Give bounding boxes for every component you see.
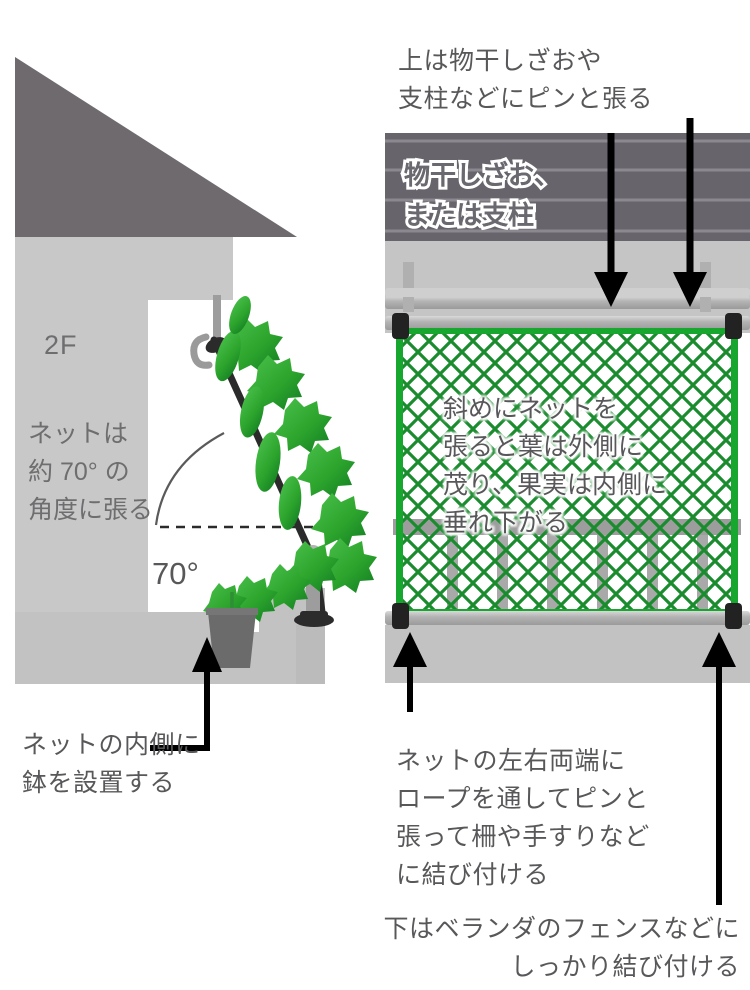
clip-bottom-left [392, 603, 409, 629]
pot-arrow [150, 672, 210, 751]
pole-support-left [403, 262, 414, 312]
eave-post [213, 295, 221, 343]
net-bottom-rail [385, 611, 750, 625]
clip-bottom-right [725, 603, 742, 629]
top-caption: 上は物干しざおや 支柱などにピンと張る [398, 47, 654, 113]
angle-arc [154, 432, 225, 526]
pole-support-right [700, 262, 711, 312]
net-rope-top [396, 328, 738, 334]
side-caption: ネットの左右両端に ロープを通してピンと 張って柵や手すりなど に結び付ける [396, 747, 650, 889]
balcony-floor [385, 625, 750, 683]
hook-icon [190, 333, 213, 369]
net-rope-left [396, 328, 403, 616]
roof-shape [15, 57, 297, 237]
pot-caption: ネットの内側に 鉢を設置する [22, 731, 201, 797]
potted-plant [203, 541, 339, 668]
vine-plant-upper [215, 295, 377, 593]
balcony-illustration [385, 118, 750, 905]
bottom-caption: 下はベランダのフェンスなどに しっかり結び付ける [383, 915, 740, 981]
pot-shape [208, 612, 256, 668]
net-clips [392, 313, 742, 629]
net-mesh [398, 330, 736, 613]
net-top-rail [385, 316, 750, 330]
net-angle-note: ネットは 約 70° の 角度に張る [28, 420, 154, 524]
pole-label-outline: 物干しざお、 または支柱 [401, 157, 563, 233]
clip-top-right [725, 313, 742, 339]
floor-label-2f: 2F [44, 330, 78, 360]
laundry-pole [385, 296, 750, 309]
pole-arrows [607, 118, 694, 285]
clip-top-left [392, 313, 409, 339]
angle-value-label: 70° [152, 556, 199, 591]
green-net [396, 328, 738, 616]
net-rope-right [731, 328, 738, 616]
net-caption: 斜めにネットを 張ると葉は外側に 茂り、果実は内側に 垂れ下がる [443, 395, 668, 537]
pole-label: 物干しざお、 または支柱 [404, 160, 561, 230]
house-illustration [15, 57, 377, 751]
